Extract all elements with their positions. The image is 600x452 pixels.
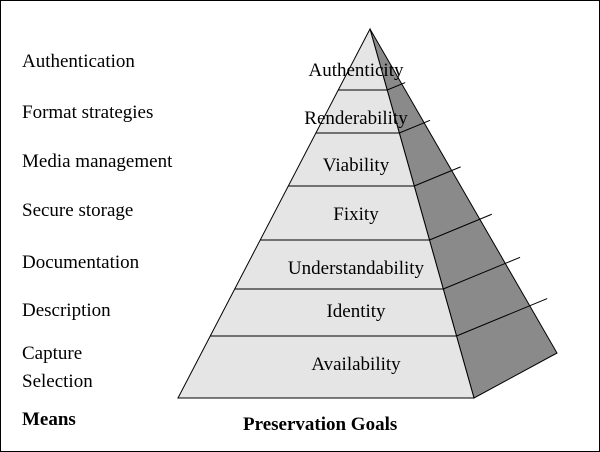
pyramid-level-label: Understandability: [288, 258, 425, 279]
pyramid-side-divider: [443, 256, 521, 290]
pyramid-side-divider: [429, 213, 492, 241]
pyramid-level-label: Fixity: [333, 204, 379, 225]
pyramid-front-face: [177, 27, 475, 399]
means-item-authentication: Authentication: [22, 51, 135, 72]
means-item-format-strategies: Format strategies: [22, 102, 154, 123]
pyramid-level-label: Authenticity: [309, 60, 404, 81]
pyramid-level-label: Viability: [323, 155, 390, 176]
preservation-goals-heading: Preservation Goals: [243, 414, 398, 435]
means-item-secure-storage: Secure storage: [22, 200, 134, 221]
means-item-documentation: Documentation: [22, 252, 140, 273]
pyramid-side-divider: [414, 166, 461, 187]
means-heading: Means: [22, 409, 76, 430]
pyramid-side-divider: [456, 298, 548, 337]
pyramid-side-divider: [387, 82, 406, 91]
means-item-media-management: Media management: [22, 151, 173, 172]
pyramid-level-label: Renderability: [304, 108, 408, 129]
pyramid-level-label: Availability: [311, 354, 401, 375]
pyramid-side-divider: [399, 119, 431, 134]
means-item-capture: Capture: [22, 343, 83, 364]
pyramid-level-label: Identity: [326, 301, 386, 322]
means-item-description: Description: [22, 300, 111, 321]
means-item-selection: Selection: [22, 371, 93, 392]
